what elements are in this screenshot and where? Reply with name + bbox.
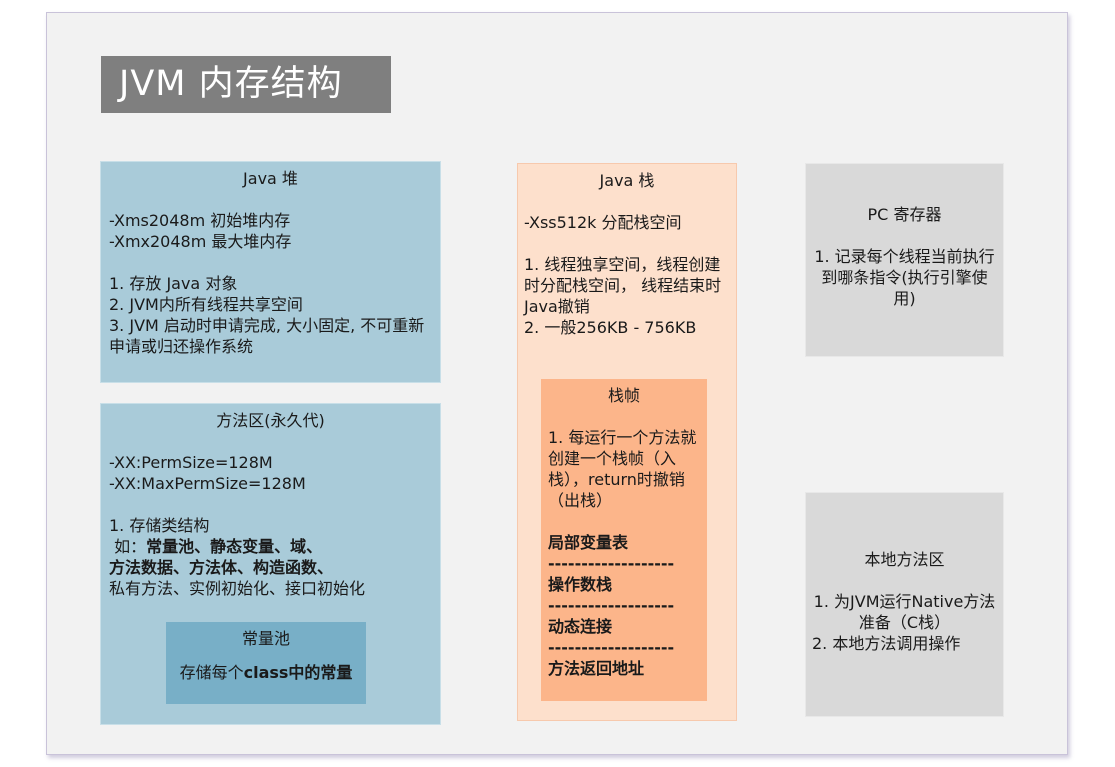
java-stack-title: Java 栈 — [599, 171, 655, 190]
constant-pool-desc-prefix: 存储每个 — [179, 663, 244, 682]
method-area-title: 方法区(永久代) — [216, 411, 325, 430]
constant-pool-desc: 存储每个class中的常量 — [170, 662, 362, 683]
stack-frame-title: 栈帧 — [607, 386, 640, 405]
constant-pool-desc-bold: class中的常量 — [243, 663, 353, 682]
constant-pool-title: 常量池 — [241, 629, 290, 648]
stack-frame-divider-2: ------------------- — [548, 596, 675, 615]
pc-register-desc: 1. 记录每个线程当前执行到哪条指令(执行引擎使用) — [814, 247, 995, 308]
stack-param-xss: -Xss512k 分配栈空间 — [524, 213, 682, 232]
method-example: 如：常量池、静态变量、域、 — [109, 536, 432, 557]
stack-frame-divider-1: ------------------- — [548, 554, 675, 573]
constant-pool-box: 常量池 存储每个class中的常量 — [166, 622, 366, 704]
java-heap-title: Java 堆 — [243, 169, 298, 188]
java-heap-box: Java 堆 -Xms2048m 初始堆内存 -Xmx2048m 最大堆内存 1… — [100, 161, 441, 383]
heap-item-1: 1. 存放 Java 对象 — [109, 274, 238, 293]
stack-frame-return-address: 方法返回地址 — [548, 659, 645, 678]
method-example-bold-1: 常量池、静态变量、域、 — [146, 537, 323, 556]
stack-frame-divider-3: ------------------- — [548, 638, 675, 657]
page-title: JVM 内存结构 — [101, 56, 391, 113]
stack-frame-box: 栈帧 1. 每运行一个方法就创建一个栈帧（入栈），return时撤销（出栈） 局… — [541, 379, 707, 701]
method-param-permsize: -XX:PermSize=128M — [109, 453, 273, 472]
method-example-bold-2: 方法数据、方法体、构造函数、 — [109, 558, 334, 577]
heap-param-xms: -Xms2048m 初始堆内存 — [109, 211, 291, 230]
pc-register-title: PC 寄存器 — [867, 205, 942, 224]
heap-item-3: 3. JVM 启动时申请完成, 大小固定, 不可重新申请或归还操作系统 — [109, 316, 425, 356]
method-example-rest: 私有方法、实例初始化、接口初始化 — [109, 579, 366, 598]
stack-item-2: 2. 一般256KB - 756KB — [524, 318, 697, 337]
stack-frame-local-vars: 局部变量表 — [548, 533, 629, 552]
native-method-box: 本地方法区 1. 为JVM运行Native方法准备（C栈） 2. 本地方法调用操… — [805, 492, 1004, 717]
heap-param-xmx: -Xmx2048m 最大堆内存 — [109, 232, 292, 251]
method-example-prefix: 如： — [109, 537, 147, 556]
stack-frame-dynamic-link: 动态连接 — [548, 617, 613, 636]
heap-item-2: 2. JVM内所有线程共享空间 — [109, 295, 303, 314]
stack-item-1: 1. 线程独享空间，线程创建时分配栈空间， 线程结束时Java撤销 — [524, 255, 722, 316]
native-method-item-2: 2. 本地方法调用操作 — [812, 634, 961, 653]
method-param-maxpermsize: -XX:MaxPermSize=128M — [109, 474, 306, 493]
native-method-title: 本地方法区 — [864, 550, 945, 569]
stack-frame-desc: 1. 每运行一个方法就创建一个栈帧（入栈），return时撤销（出栈） — [548, 428, 697, 510]
pc-register-box: PC 寄存器 1. 记录每个线程当前执行到哪条指令(执行引擎使用) — [805, 163, 1004, 357]
stack-frame-operand-stack: 操作数栈 — [548, 575, 613, 594]
native-method-item-1: 1. 为JVM运行Native方法准备（C栈） — [813, 592, 996, 632]
method-item-1: 1. 存储类结构 — [109, 516, 210, 535]
